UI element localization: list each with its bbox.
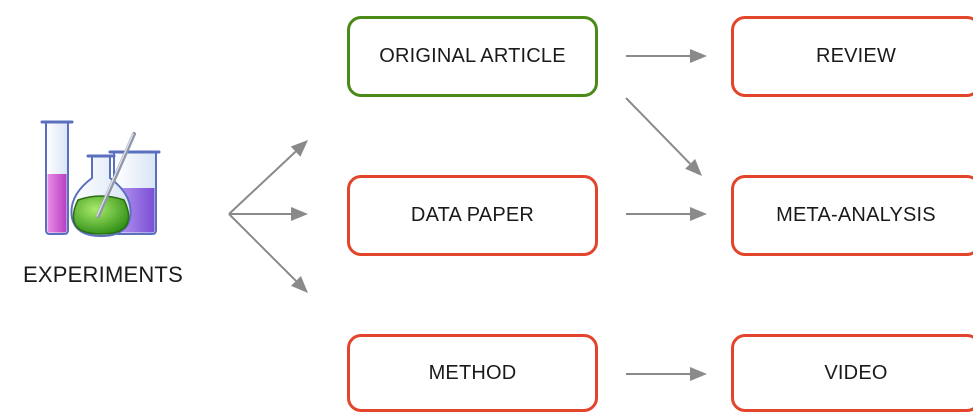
- arrow-method-to-video: [626, 367, 707, 381]
- node-meta-analysis-label: META-ANALYSIS: [776, 204, 936, 226]
- node-data-paper-label: DATA PAPER: [410, 204, 535, 226]
- node-review: REVIEW: [731, 16, 973, 97]
- node-original-article: ORIGINAL ARTICLE: [347, 16, 598, 97]
- experiments-label: EXPERIMENTS: [23, 262, 183, 287]
- arrow-experiments-to-original-article: [228, 140, 308, 215]
- lab-glassware-icon: [38, 112, 164, 245]
- node-method: METHOD: [347, 334, 598, 412]
- node-review-label: REVIEW: [815, 45, 897, 67]
- node-method-label: METHOD: [428, 361, 517, 384]
- node-original-article-label: ORIGINAL ARTICLE: [379, 45, 566, 67]
- arrow-data-paper-to-meta-analysis: [626, 207, 707, 221]
- arrow-experiments-to-method: [228, 213, 308, 293]
- arrow-experiments-to-data-paper: [229, 207, 308, 221]
- arrow-original-article-to-meta-analysis: [625, 97, 702, 176]
- node-meta-analysis: META-ANALYSIS: [731, 175, 973, 256]
- arrow-original-article-to-review: [626, 49, 707, 63]
- node-video-label: VIDEO: [824, 361, 888, 384]
- node-video: VIDEO: [731, 334, 973, 412]
- node-data-paper: DATA PAPER: [347, 175, 598, 256]
